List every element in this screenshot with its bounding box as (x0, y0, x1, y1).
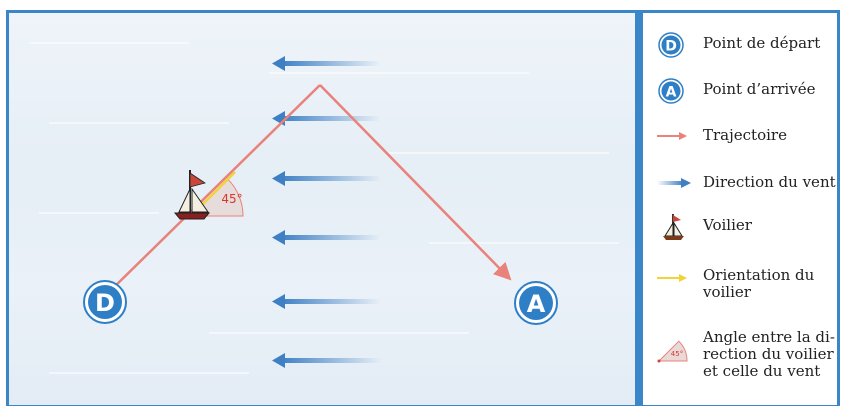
legend: D Point de départ A Point d’arrivée Traj… (643, 13, 837, 405)
end-marker: A (515, 282, 557, 324)
wind-arrow (272, 294, 381, 309)
orientation-arrow-icon (651, 263, 695, 293)
wind-arrow (272, 111, 381, 126)
angle-icon: 45° (651, 335, 695, 365)
start-marker: D (84, 281, 126, 323)
end-marker-icon: A (651, 77, 695, 107)
start-marker-icon: D (651, 31, 695, 61)
sailing-diagram: 45° D A (9, 13, 635, 405)
sailboat-icon (651, 211, 695, 241)
wind-arrow (272, 230, 381, 245)
legend-label: Voilier (703, 217, 837, 234)
sailboat-icon (175, 170, 209, 219)
trajectory-arrow-icon (651, 121, 695, 151)
legend-label: Angle entre la di-rection du voilier et … (703, 329, 837, 380)
wind-arrow-icon (651, 168, 695, 198)
start-marker-letter: D (95, 289, 115, 317)
legend-label: Point d’arrivée (703, 81, 837, 98)
wind-arrows (272, 56, 381, 368)
legend-label: Orientation du voilier (703, 267, 837, 301)
legend-label: Point de départ (703, 35, 837, 52)
wind-arrow (272, 353, 381, 368)
end-marker-letter: A (527, 290, 546, 318)
sea-panel: 45° D A (9, 13, 635, 405)
wind-arrow (272, 56, 381, 71)
svg-text:45°: 45° (671, 350, 683, 358)
legend-label: Direction du vent (703, 174, 837, 191)
panel-divider (635, 10, 643, 406)
legend-label: Trajectoire (703, 127, 837, 144)
svg-text:A: A (666, 85, 677, 101)
wind-arrow (272, 171, 381, 186)
angle-label: 45° (221, 192, 242, 206)
svg-text:D: D (665, 39, 677, 55)
